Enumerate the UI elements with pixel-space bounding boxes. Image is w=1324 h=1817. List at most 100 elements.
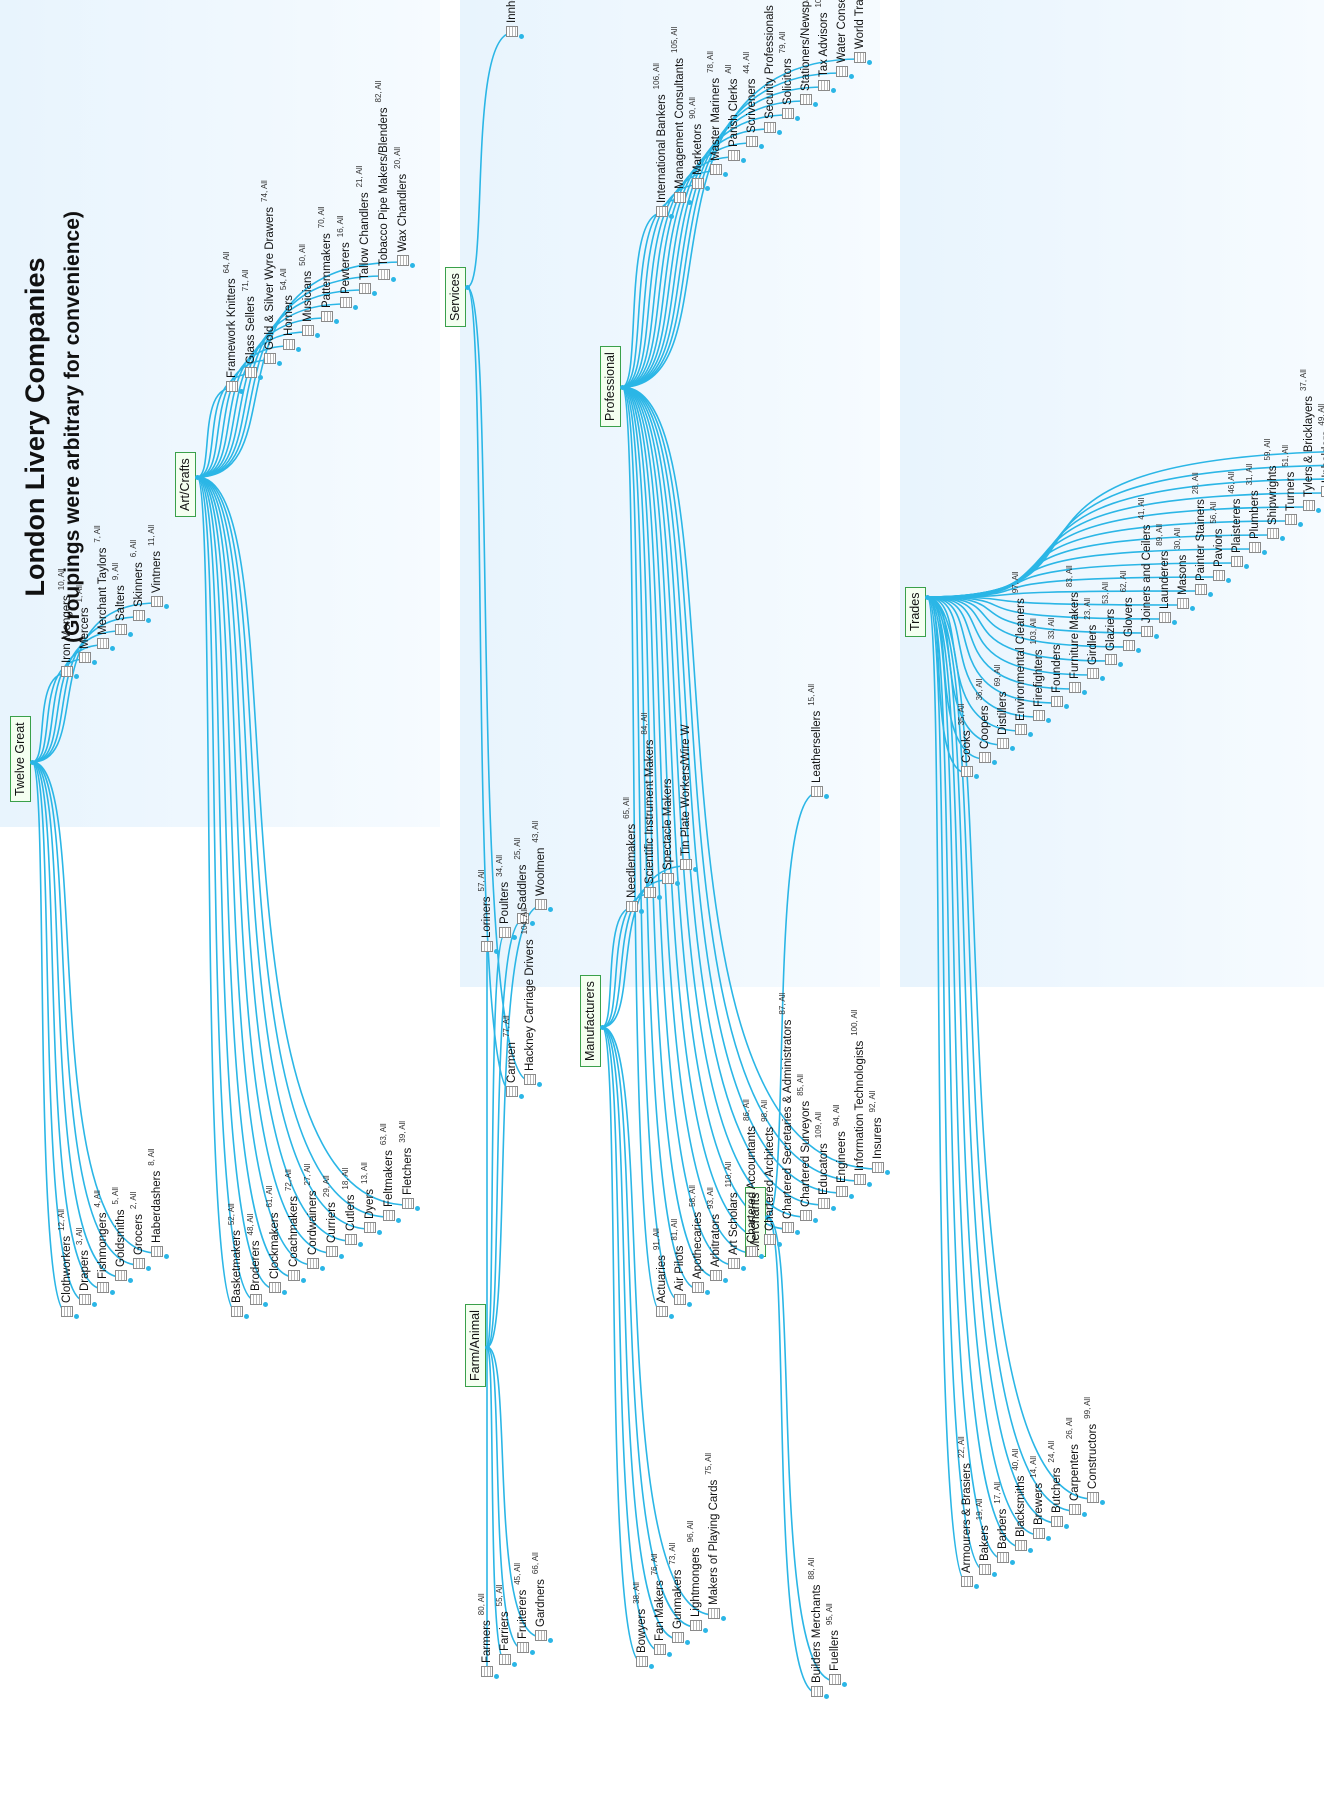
company-node[interactable]: World Traders101, All — [853, 0, 867, 63]
group-node[interactable]: Trades — [905, 586, 926, 637]
group-node[interactable]: Professional — [600, 346, 621, 427]
company-node[interactable]: Stationers/Newspaper Mkrs47, All — [799, 0, 813, 105]
group-node[interactable]: Manufacturers — [580, 975, 601, 1067]
group-node[interactable]: Art/Crafts — [175, 452, 196, 517]
group-node[interactable]: Farm/Animal — [465, 1304, 486, 1387]
company-node[interactable]: Tax Advisors107, All — [814, 0, 831, 91]
company-node[interactable]: Security Professionals108, All — [760, 0, 777, 133]
group-node[interactable]: Twelve Great — [10, 716, 31, 802]
company-node[interactable]: Water Conservators102, All — [835, 0, 849, 77]
company-node[interactable]: Spectacle Makers — [661, 774, 675, 884]
company-node[interactable]: Tin Plate Workers/Wire W — [679, 719, 693, 870]
